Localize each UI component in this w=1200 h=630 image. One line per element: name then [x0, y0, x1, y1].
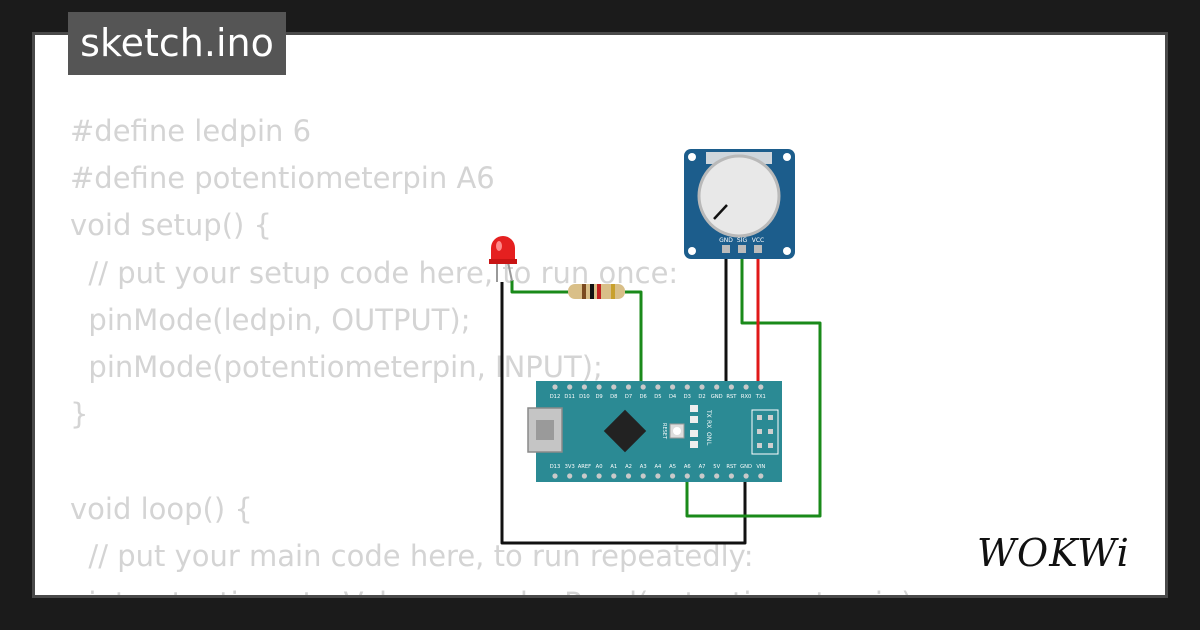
pin-label: A1	[610, 464, 617, 470]
wire-pot-sig	[685, 250, 822, 518]
pin-label: 5V	[713, 464, 720, 470]
header-pin[interactable]	[640, 473, 646, 479]
pin-label: A5	[669, 464, 676, 470]
pin-label: RST	[726, 394, 737, 400]
pin-label: D4	[669, 394, 677, 400]
pin-label: D6	[640, 394, 647, 400]
pin-label: RX0	[741, 394, 751, 400]
code-line: int potentiometerValue = analogRead(pote…	[70, 586, 922, 595]
pin-label: AREF	[578, 464, 591, 470]
pin-label: RST	[726, 464, 737, 470]
pot-pin-label: VCC	[752, 237, 764, 244]
potentiometer[interactable]: GND SIG VCC	[684, 149, 795, 259]
header-pin[interactable]	[581, 473, 588, 479]
led-label: TX	[705, 409, 712, 418]
header-pin[interactable]	[758, 384, 764, 390]
pin-label: D11	[564, 394, 575, 400]
led-label: RX	[705, 420, 712, 428]
header-pin[interactable]	[567, 384, 573, 390]
header-pin[interactable]	[743, 473, 749, 479]
pin-label: A6	[684, 464, 691, 470]
code-line: pinMode(potentiometerpin, INPUT);	[70, 350, 603, 385]
header-pin[interactable]	[655, 384, 661, 390]
file-tab[interactable]: sketch.ino	[68, 12, 286, 75]
code-line: void setup() {	[70, 208, 272, 243]
header-pin[interactable]	[699, 384, 705, 390]
pin-label: A0	[596, 464, 603, 470]
pin-label: A3	[640, 464, 647, 470]
header-pin[interactable]	[640, 384, 646, 390]
code-editor[interactable]: #define ledpin 6 #define potentiometerpi…	[70, 108, 922, 595]
pin-label: TX1	[755, 394, 766, 400]
header-pin[interactable]	[611, 473, 617, 479]
pot-pin-label: GND	[719, 237, 733, 244]
header-pin[interactable]	[552, 473, 558, 479]
pin-label: D12	[550, 394, 561, 400]
code-line: #define ledpin 6	[70, 114, 312, 148]
header-pin[interactable]	[670, 473, 676, 479]
led-label: ON	[705, 432, 712, 441]
resistor[interactable]	[568, 284, 625, 299]
wire-pot-gnd	[716, 250, 728, 388]
potentiometer-knob-indicator	[713, 204, 728, 220]
header-pin[interactable]	[684, 384, 690, 390]
header-pin[interactable]	[611, 384, 617, 390]
header-pin[interactable]	[596, 473, 602, 479]
header-pin[interactable]	[596, 384, 602, 390]
header-pin[interactable]	[743, 384, 749, 390]
code-line: }	[70, 397, 89, 432]
reset-label: RESET	[661, 423, 667, 440]
pin-label: A2	[625, 464, 632, 470]
header-pin[interactable]	[655, 473, 661, 479]
wire-resistor-d6	[625, 290, 643, 386]
header-pin[interactable]	[684, 473, 690, 479]
code-line: #define potentiometerpin A6	[70, 161, 495, 196]
wire-led-gnd	[500, 282, 747, 545]
code-line: void loop() {	[70, 491, 253, 526]
pin-label: D7	[625, 394, 632, 400]
pin-label: D8	[610, 394, 617, 400]
header-pin[interactable]	[552, 384, 558, 390]
pin-label: D2	[698, 394, 705, 400]
pin-label: GND	[711, 394, 723, 400]
pin-label: D13	[550, 464, 561, 470]
header-pin[interactable]	[714, 384, 720, 390]
header-pin[interactable]	[581, 384, 588, 390]
led[interactable]	[489, 236, 517, 282]
pin-label: D10	[579, 394, 590, 400]
pin-label: D9	[595, 394, 602, 400]
pot-pin-label: SIG	[737, 237, 748, 244]
header-pin[interactable]	[714, 473, 720, 479]
header-pin[interactable]	[670, 384, 676, 390]
pin-label: 3V3	[565, 464, 575, 470]
icsp-header	[751, 409, 779, 455]
header-pin[interactable]	[728, 384, 735, 390]
wokwi-logo-text: WOKWi	[977, 531, 1130, 575]
header-pin[interactable]	[758, 473, 764, 479]
wokwi-logo: WOKWi	[977, 531, 1130, 575]
code-line: pinMode(ledpin, OUTPUT);	[70, 302, 471, 337]
code-line: // put your setup code here, to run once…	[70, 255, 679, 290]
header-pin[interactable]	[625, 384, 632, 390]
header-pin[interactable]	[625, 473, 632, 479]
pin-label: D5	[654, 394, 661, 400]
pin-label: GND	[740, 464, 752, 470]
editor-card: #define ledpin 6 #define potentiometerpi…	[32, 32, 1168, 598]
header-pin[interactable]	[728, 473, 735, 479]
pin-label: D3	[684, 394, 691, 400]
header-pin[interactable]	[567, 473, 573, 479]
pin-label: A7	[699, 464, 706, 470]
pin-label: VIN	[756, 464, 765, 470]
header-pin[interactable]	[699, 473, 705, 479]
pin-label: A4	[654, 464, 662, 470]
led-label: L	[705, 442, 712, 446]
wire-led-resistor	[510, 280, 570, 294]
